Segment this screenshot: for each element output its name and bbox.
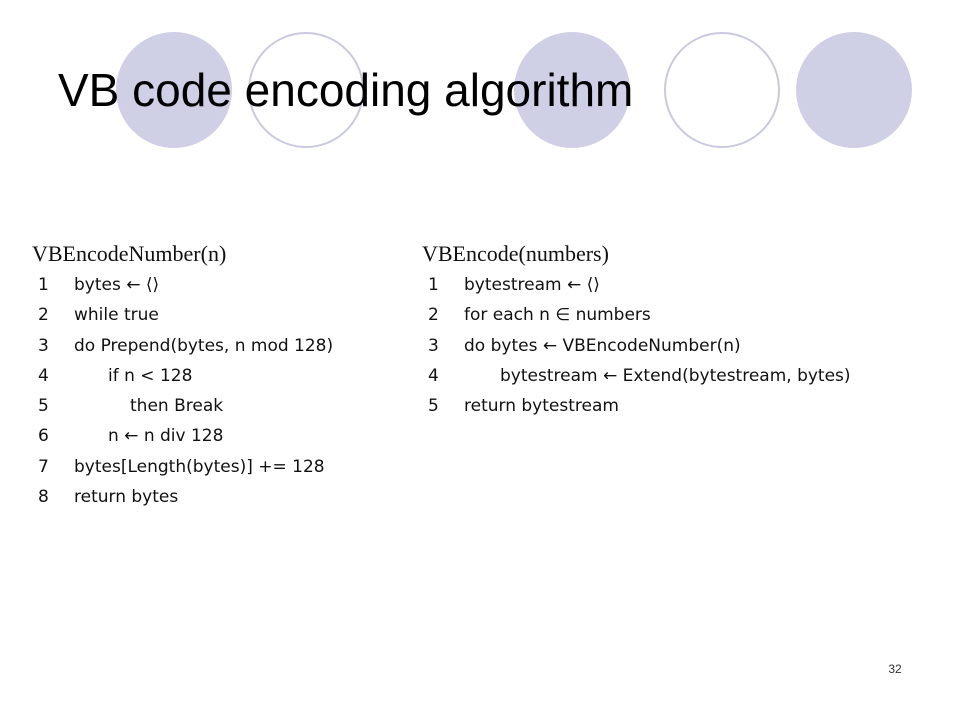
circle-decoration xyxy=(116,32,232,148)
line-code: then Break xyxy=(130,396,224,417)
line-number: 6 xyxy=(38,426,49,447)
line-code: bytestream ← Extend(bytestream, bytes) xyxy=(500,365,851,386)
circle-decoration xyxy=(248,32,364,148)
algorithm-line: 4 bytestream ← Extend(bytestream, bytes) xyxy=(422,361,922,391)
algorithm-line: 2 for each n ∈ numbers xyxy=(422,300,922,330)
line-code: return bytes xyxy=(74,487,179,508)
line-number: 5 xyxy=(428,396,439,417)
line-number: 3 xyxy=(428,335,439,356)
line-number: 2 xyxy=(428,305,439,326)
line-code: do Prepend(bytes, n mod 128) xyxy=(74,335,334,356)
line-code: while true xyxy=(74,305,159,326)
algorithm-header: VBEncodeNumber(n) xyxy=(32,241,227,266)
algorithm-line: 8 return bytes xyxy=(32,482,402,512)
algorithm-line: 6 n ← n div 128 xyxy=(32,421,402,451)
algorithm-line: 1 bytes ← ⟨⟩ xyxy=(32,270,402,300)
algorithm-header: VBEncode(numbers) xyxy=(422,241,609,266)
algorithm-line: 3 do Prepend(bytes, n mod 128) xyxy=(32,331,402,361)
decorative-circles xyxy=(0,0,960,200)
algorithm-vbencodenumber: VBEncodeNumber(n) 1 bytes ← ⟨⟩ 2 while t… xyxy=(32,238,402,512)
line-number: 4 xyxy=(38,365,49,386)
line-code: return bytestream xyxy=(464,396,619,417)
line-number: 1 xyxy=(38,275,49,295)
circle-decoration xyxy=(796,32,912,148)
circle-decoration xyxy=(514,32,630,148)
line-number: 8 xyxy=(38,487,49,508)
line-number: 1 xyxy=(428,275,439,295)
algorithm-vbencode: VBEncode(numbers) 1 bytestream ← ⟨⟩ 2 fo… xyxy=(422,238,922,421)
algorithm-line: 5 then Break xyxy=(32,391,402,421)
algorithm-line: 4 if n < 128 xyxy=(32,361,402,391)
line-code: n ← n div 128 xyxy=(108,426,224,447)
line-number: 2 xyxy=(38,305,49,326)
algorithm-line: 2 while true xyxy=(32,300,402,330)
algorithm-line: 1 bytestream ← ⟨⟩ xyxy=(422,270,922,300)
line-code: if n < 128 xyxy=(108,365,193,386)
line-number: 5 xyxy=(38,396,49,417)
line-number: 7 xyxy=(38,456,49,477)
line-code: bytes ← ⟨⟩ xyxy=(74,275,160,295)
algorithm-line: 5 return bytestream xyxy=(422,391,922,421)
line-code: do bytes ← VBEncodeNumber(n) xyxy=(464,335,741,356)
circle-decoration xyxy=(664,32,780,148)
algorithm-line: 3 do bytes ← VBEncodeNumber(n) xyxy=(422,331,922,361)
line-number: 3 xyxy=(38,335,49,356)
line-code: bytes[Length(bytes)] += 128 xyxy=(74,456,325,477)
page-number: 32 xyxy=(888,662,902,676)
line-code: for each n ∈ numbers xyxy=(464,305,651,326)
line-code: bytestream ← ⟨⟩ xyxy=(464,275,600,295)
slide-title: VB code encoding algorithm xyxy=(58,64,634,116)
algorithm-line: 7 bytes[Length(bytes)] += 128 xyxy=(32,452,402,482)
line-number: 4 xyxy=(428,365,439,386)
